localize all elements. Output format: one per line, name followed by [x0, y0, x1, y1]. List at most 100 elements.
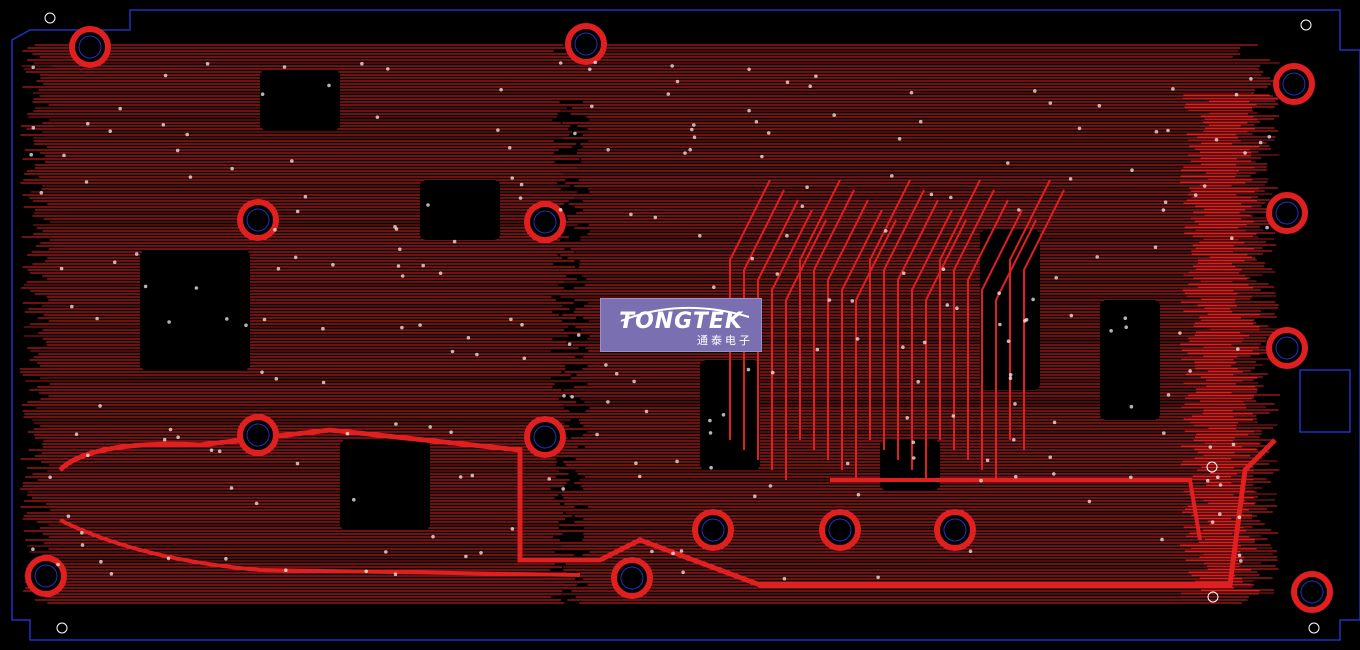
via-icon	[768, 484, 773, 488]
via-icon	[1006, 339, 1011, 344]
via-icon	[1129, 475, 1133, 480]
via-icon	[1243, 151, 1247, 155]
via-icon	[753, 494, 757, 499]
via-icon	[1095, 255, 1099, 259]
via-icon	[59, 266, 64, 271]
via-icon	[998, 322, 1002, 327]
via-icon	[1124, 325, 1128, 330]
via-icon	[1178, 331, 1182, 335]
via-icon	[675, 459, 679, 464]
via-icon	[1087, 499, 1092, 504]
via-icon	[698, 234, 702, 238]
via-icon	[260, 92, 265, 96]
via-icon	[570, 395, 574, 399]
via-icon	[771, 370, 775, 375]
via-icon	[95, 316, 99, 321]
via-icon	[510, 176, 514, 180]
via-icon	[458, 475, 463, 479]
copper-layer	[20, 44, 1280, 604]
via-icon	[384, 550, 388, 554]
via-icon	[80, 531, 84, 535]
via-icon	[70, 304, 74, 309]
via-icon	[606, 148, 610, 152]
via-icon	[1162, 431, 1166, 435]
via-icon	[1160, 537, 1164, 542]
via-icon	[1048, 455, 1052, 460]
mounting-hole-icon	[524, 416, 566, 458]
mounting-hole-icon	[237, 414, 279, 456]
via-icon	[800, 204, 805, 209]
via-icon	[394, 227, 399, 231]
via-icon	[562, 394, 566, 398]
via-icon	[1154, 129, 1159, 134]
via-icon	[675, 79, 680, 84]
via-icon	[1008, 373, 1013, 377]
via-icon	[98, 404, 102, 408]
via-icon	[364, 569, 369, 574]
via-icon	[1236, 347, 1240, 351]
via-icon	[876, 575, 880, 580]
via-icon	[692, 135, 697, 140]
via-icon	[1193, 193, 1198, 197]
mounting-hole-icon	[692, 509, 734, 551]
via-icon	[229, 486, 234, 490]
via-icon	[721, 413, 726, 417]
via-icon	[360, 61, 364, 66]
via-icon	[912, 456, 916, 460]
via-icon	[1068, 177, 1073, 181]
via-icon	[1097, 103, 1102, 108]
via-icon	[118, 106, 122, 111]
mounting-hole-icon	[611, 557, 653, 599]
via-icon	[143, 284, 148, 289]
via-icon	[1202, 184, 1207, 188]
via-icon	[650, 549, 654, 554]
via-icon	[112, 260, 117, 265]
via-icon	[576, 333, 581, 337]
via-icon	[785, 80, 790, 84]
via-icon	[1205, 478, 1210, 483]
fiducial-icon	[56, 622, 68, 634]
via-icon	[1188, 369, 1192, 373]
via-icon	[1130, 168, 1134, 172]
via-icon	[1153, 245, 1158, 249]
via-icon	[918, 119, 923, 124]
via-icon	[884, 229, 888, 233]
via-icon	[690, 127, 694, 132]
via-icon	[712, 285, 716, 290]
via-icon	[31, 126, 36, 130]
connector-outline	[1299, 369, 1351, 433]
via-icon	[1166, 128, 1170, 133]
mounting-hole-icon	[524, 201, 566, 243]
mounting-hole-icon	[1266, 192, 1308, 234]
via-icon	[567, 342, 572, 347]
via-icon	[161, 123, 166, 127]
via-icon	[282, 65, 287, 69]
via-icon	[709, 465, 713, 470]
via-icon	[167, 320, 171, 324]
mounting-hole-icon	[69, 26, 111, 68]
via-icon	[438, 271, 443, 276]
via-icon	[606, 400, 610, 404]
via-icon	[400, 325, 404, 330]
via-icon	[109, 572, 114, 576]
via-icon	[1267, 135, 1272, 139]
via-icon	[604, 363, 608, 367]
via-icon	[1052, 420, 1057, 425]
via-icon	[375, 115, 380, 119]
via-icon	[945, 303, 950, 307]
via-icon	[452, 239, 457, 244]
via-icon	[1052, 472, 1056, 476]
via-icon	[588, 67, 592, 72]
via-icon	[1214, 138, 1219, 142]
via-icon	[929, 192, 934, 197]
via-icon	[86, 453, 90, 458]
via-icon	[134, 252, 139, 256]
via-icon	[303, 194, 308, 199]
via-icon	[901, 345, 905, 350]
via-icon	[327, 83, 331, 88]
via-icon	[808, 84, 812, 89]
via-icon	[284, 568, 288, 572]
via-icon	[396, 264, 401, 268]
logo-swoosh-icon	[620, 306, 750, 322]
